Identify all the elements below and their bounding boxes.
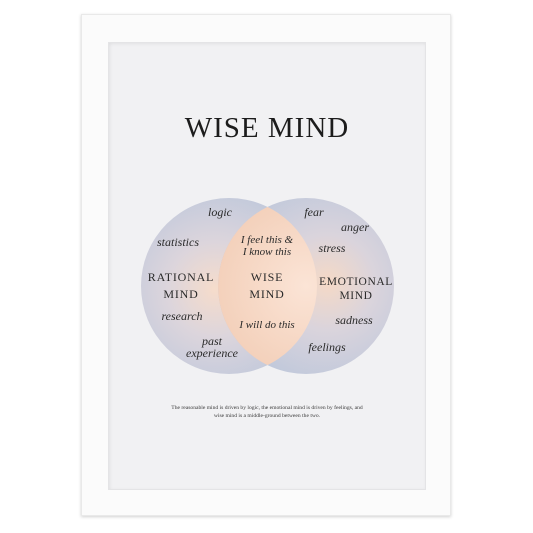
word-logic: logic	[208, 205, 233, 219]
caption-line-1: The reasonable mind is driven by logic, …	[171, 405, 363, 411]
emotional-label-line2: MIND	[339, 290, 372, 302]
word-i-know-this: I know this	[242, 246, 291, 258]
rational-label-line1: RATIONAL	[148, 270, 214, 284]
word-sadness: sadness	[335, 313, 373, 327]
poster-title: WISE MIND	[184, 112, 350, 144]
word-experience: experience	[186, 346, 239, 360]
caption-line-2: wise mind is a middle-ground between the…	[213, 413, 321, 419]
wise-mind-overlap	[218, 198, 317, 374]
word-feelings: feelings	[308, 340, 346, 354]
word-i-will-do-this: I will do this	[238, 319, 294, 331]
rational-label-line2: MIND	[163, 287, 198, 301]
wise-label-line2: MIND	[249, 287, 284, 301]
emotional-label-line1: EMOTIONAL	[319, 276, 393, 288]
poster-caption: The reasonable mind is driven by logic, …	[150, 404, 384, 420]
word-stress: stress	[319, 241, 346, 255]
word-anger: anger	[341, 220, 369, 234]
word-i-feel-this: I feel this &	[240, 234, 294, 246]
word-past: past	[201, 334, 223, 348]
word-fear: fear	[304, 205, 324, 219]
wise-label-line1: WISE	[251, 270, 284, 284]
word-research: research	[161, 309, 202, 323]
word-statistics: statistics	[157, 235, 199, 249]
